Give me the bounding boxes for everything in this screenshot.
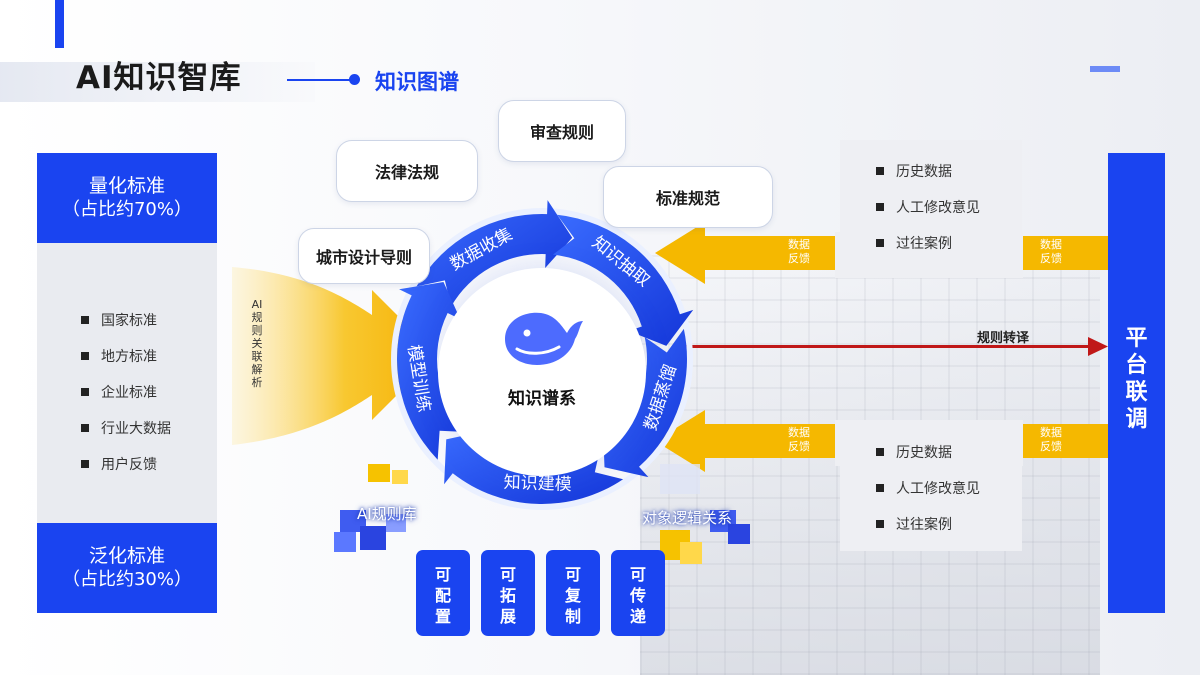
pill-extensible: 可拓展 [481, 550, 535, 636]
feedback-tag: 数据反馈 [1040, 426, 1062, 453]
list-item: 过往案例 [874, 515, 1022, 551]
feedback-list-bottom: 历史数据 人工修改意见 过往案例 [874, 443, 1022, 551]
list-item: 企业标准 [79, 383, 171, 419]
page-title: AI知识智库 [76, 60, 242, 96]
list-item: 历史数据 [874, 162, 1022, 198]
pill-configurable: 可配置 [416, 550, 470, 636]
list-item: 地方标准 [79, 347, 171, 383]
pill-transferable: 可传递 [611, 550, 665, 636]
cycle-center-label: 知识谱系 [508, 389, 576, 409]
standard-sources-list: 国家标准 地方标准 企业标准 行业大数据 用户反馈 [79, 311, 171, 491]
generalized-standard-card: 泛化标准 （占比约30%） [37, 523, 217, 613]
input-funnel-arrow [232, 267, 437, 445]
quantified-standard-card: 量化标准 （占比约70%） [37, 153, 217, 243]
standard-sources-panel: 国家标准 地方标准 企业标准 行业大数据 用户反馈 [37, 243, 217, 523]
quantified-standard-share: （占比约70%） [61, 199, 192, 220]
rule-translation-label: 规则转译 [977, 331, 1030, 346]
cycle-segment-label: 知识建模 [503, 473, 572, 495]
bubble-laws: 法律法规 [336, 140, 478, 202]
corner-dash [1090, 66, 1120, 72]
feedback-tag: 数据反馈 [788, 426, 810, 453]
bubble-review-rules: 审查规则 [498, 100, 626, 162]
generalized-standard-title: 泛化标准 [88, 545, 165, 567]
feedback-box-bottom: 历史数据 人工修改意见 过往案例 [840, 421, 1022, 551]
list-item: 行业大数据 [79, 419, 171, 455]
list-item: 国家标准 [79, 311, 171, 347]
platform-integration-label: 平台联调 [1125, 326, 1148, 432]
list-item: 用户反馈 [79, 455, 171, 491]
ai-rule-association-note: AI规则关联解析 [251, 298, 263, 389]
cycle-segment-arrow [602, 328, 687, 478]
rule-translation-arrow [680, 337, 1108, 356]
platform-integration-panel: 平台联调 [1108, 153, 1165, 613]
accent-bar [55, 0, 64, 48]
list-item: 历史数据 [874, 443, 1022, 479]
ai-rule-library-label: AI规则库 [357, 505, 417, 523]
object-logic-cubes [660, 464, 750, 564]
center-circle [438, 268, 646, 476]
section-subtitle: 知识图谱 [375, 70, 459, 94]
cycle-segment-arrow [416, 200, 573, 307]
list-item: 人工修改意见 [874, 479, 1022, 515]
bubble-urban-design: 城市设计导则 [298, 228, 430, 284]
ai-rule-library-cubes [334, 464, 408, 552]
object-logic-label: 对象逻辑关系 [642, 509, 733, 527]
list-item: 人工修改意见 [874, 198, 1022, 234]
feedback-list-top: 历史数据 人工修改意见 过往案例 [874, 162, 1022, 270]
list-item: 过往案例 [874, 234, 1022, 270]
feedback-tag: 数据反馈 [788, 238, 810, 265]
cycle-segment-arrow [552, 214, 694, 346]
feedback-tag: 数据反馈 [1040, 238, 1062, 265]
subtitle-dot [349, 74, 360, 85]
generalized-standard-share: （占比约30%） [61, 569, 192, 590]
bubble-standards: 标准规范 [603, 166, 773, 228]
pill-replicable: 可复制 [546, 550, 600, 636]
feedback-box-top: 历史数据 人工修改意见 过往案例 [840, 140, 1022, 270]
whale-logo-icon [505, 312, 583, 365]
title-band [0, 62, 315, 102]
subtitle-connector [287, 79, 351, 81]
quantified-standard-title: 量化标准 [88, 175, 165, 197]
